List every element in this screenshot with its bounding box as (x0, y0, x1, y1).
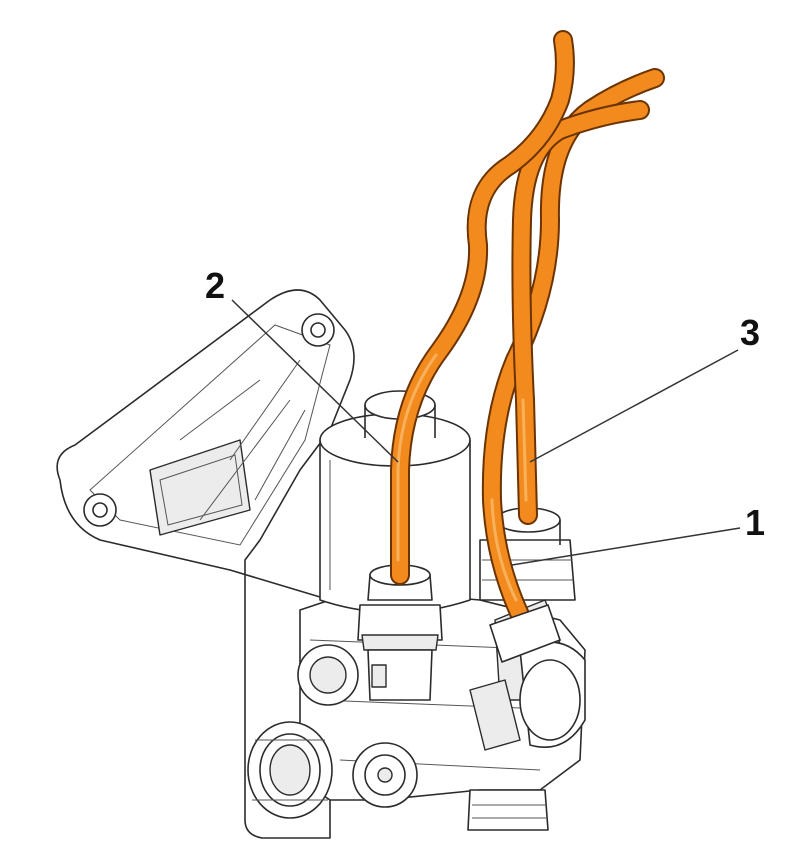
bottom-fitting (467, 789, 549, 831)
leader-lines (231, 299, 741, 566)
leader-line-3 (529, 349, 739, 463)
callout-1: 1 (745, 502, 765, 543)
callout-3: 3 (740, 312, 760, 353)
callout-2: 2 (205, 265, 225, 306)
electrical-connector (247, 721, 333, 819)
leader-line-1 (511, 527, 741, 566)
lower-port (352, 742, 418, 808)
hose-3 (511, 100, 650, 525)
leader-line-2 (231, 299, 399, 463)
hose-fitting-2 (357, 564, 443, 701)
hose-clamp (489, 604, 561, 663)
hose-2 (390, 30, 575, 585)
mounting-bracket (56, 289, 355, 839)
